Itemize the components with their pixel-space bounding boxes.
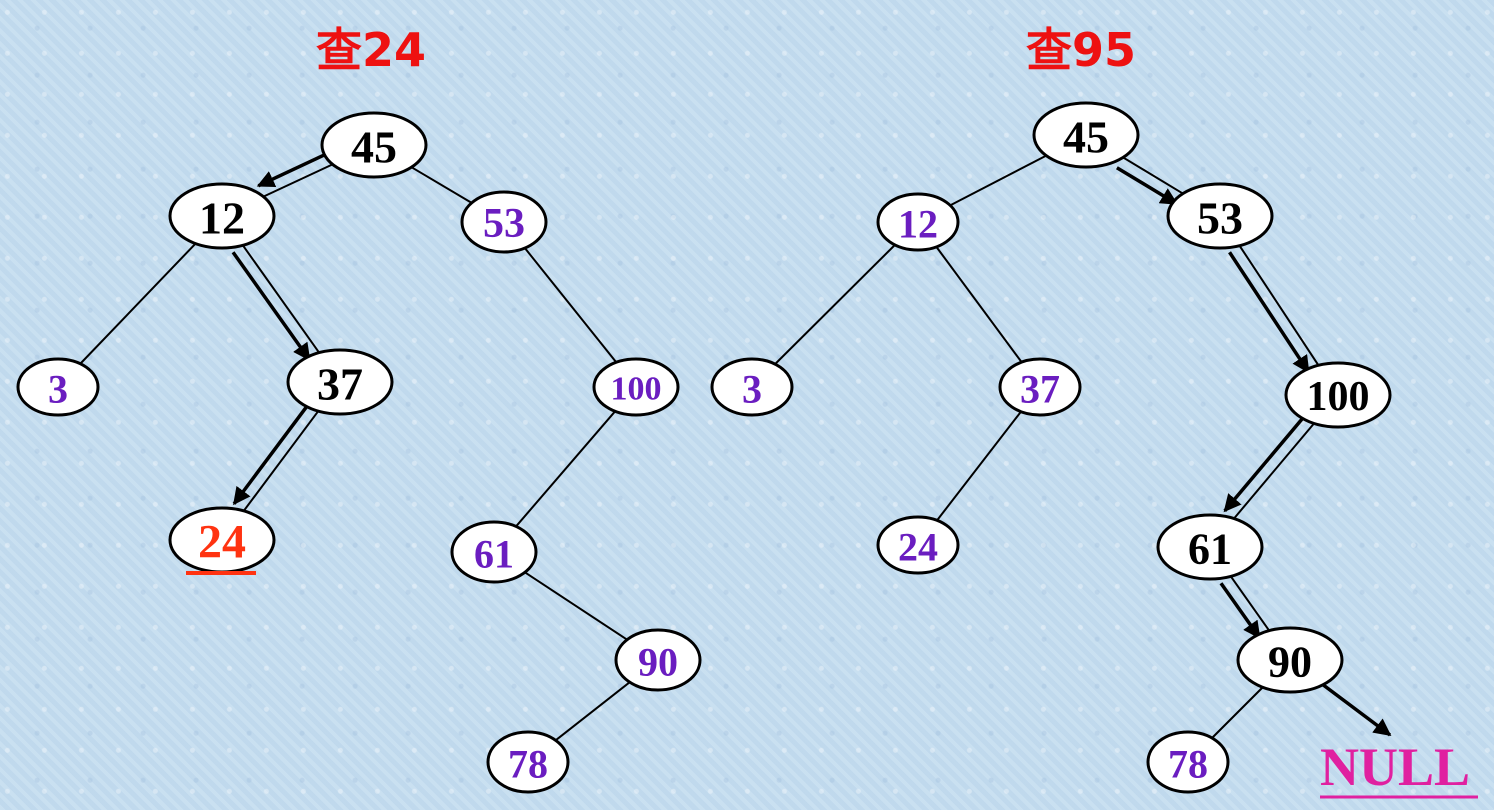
left-node-45-label: 45 — [351, 122, 397, 173]
right-node-37-label: 37 — [1020, 367, 1060, 412]
right-node-61-label: 61 — [1188, 525, 1232, 574]
right-search-arrow-90-NULL — [1321, 683, 1392, 737]
right-edge-12-37 — [935, 246, 1023, 363]
right-node-53: 53 — [1166, 182, 1274, 250]
left-node-90-ellipse — [614, 628, 702, 692]
right-edge-45-12 — [949, 154, 1047, 207]
left-node-61-ellipse — [450, 520, 538, 584]
right-edge-100-61 — [1233, 422, 1315, 520]
right-node-12: 12 — [876, 192, 960, 252]
left-node-61: 61 — [450, 520, 538, 584]
right-node-90-label: 90 — [1268, 638, 1312, 687]
panel-left-title: 查24 — [316, 23, 426, 77]
null-label: NULL — [1320, 737, 1470, 797]
right-node-90: 90 — [1236, 626, 1344, 694]
left-edge-12-3 — [79, 242, 197, 365]
right-node-45: 45 — [1032, 101, 1140, 169]
left-node-37: 37 — [286, 348, 394, 416]
panel-right-title: 查95 — [1026, 23, 1136, 77]
left-search-arrow-12-37 — [231, 251, 311, 362]
left-node-3: 3 — [16, 357, 100, 417]
left-node-90: 90 — [614, 628, 702, 692]
left-node-78-ellipse — [486, 730, 570, 794]
left-node-12-ellipse — [168, 182, 276, 250]
left-edge-37-24 — [242, 410, 320, 512]
right-node-100: 100 — [1284, 361, 1392, 429]
right-node-45-ellipse — [1032, 101, 1140, 169]
right-node-53-label: 53 — [1197, 193, 1243, 244]
right-search-arrow-45-53 — [1115, 166, 1179, 206]
left-node-37-ellipse — [286, 348, 394, 416]
right-node-37-ellipse — [998, 357, 1082, 417]
right-node-61-ellipse — [1156, 513, 1264, 581]
left-edge-45-53 — [410, 166, 473, 204]
right-search-arrow-53-100 — [1228, 251, 1310, 374]
left-node-53-ellipse — [460, 190, 548, 254]
left-node-45: 45 — [320, 111, 428, 179]
left-edge-12-37 — [242, 244, 320, 354]
right-edge-37-24 — [936, 411, 1022, 521]
right-node-3-ellipse — [710, 357, 794, 417]
right-node-53-ellipse — [1166, 182, 1274, 250]
left-search-arrow-37-24 — [232, 402, 311, 506]
right-node-24-ellipse — [876, 515, 960, 575]
left-edge-61-90 — [524, 571, 628, 641]
left-node-53-label: 53 — [483, 201, 525, 247]
left-node-53: 53 — [460, 190, 548, 254]
right-edge-90-78 — [1211, 686, 1264, 739]
left-node-45-ellipse — [320, 111, 428, 179]
right-node-61: 61 — [1156, 513, 1264, 581]
left-node-90-label: 90 — [638, 640, 678, 685]
left-node-100-ellipse — [592, 357, 680, 417]
left-edge-45-12 — [262, 163, 334, 198]
right-edge-12-3 — [774, 244, 896, 365]
left-node-12-label: 12 — [199, 193, 245, 244]
left-node-12: 12 — [168, 182, 276, 250]
right-node-78-label: 78 — [1168, 742, 1208, 787]
left-node-100: 100 — [592, 357, 680, 417]
left-search-arrow-45-12 — [256, 151, 329, 188]
left-node-78-label: 78 — [508, 742, 548, 787]
left-node-24-label: 24 — [198, 516, 246, 569]
right-node-37: 37 — [998, 357, 1082, 417]
right-node-24: 24 — [876, 515, 960, 575]
right-node-90-ellipse — [1236, 626, 1344, 694]
left-node-3-ellipse — [16, 357, 100, 417]
right-search-arrow-100-61 — [1223, 414, 1307, 513]
right-edge-53-100 — [1238, 245, 1320, 366]
right-node-78-ellipse — [1146, 730, 1230, 794]
left-node-24: 24 — [168, 506, 276, 575]
left-node-100-label: 100 — [611, 371, 662, 408]
left-node-78: 78 — [486, 730, 570, 794]
right-node-78: 78 — [1146, 730, 1230, 794]
right-node-100-label: 100 — [1307, 374, 1370, 420]
right-node-24-label: 24 — [898, 525, 938, 570]
right-edge-61-90 — [1229, 575, 1271, 632]
right-node-3: 3 — [710, 357, 794, 417]
right-node-12-ellipse — [876, 192, 960, 252]
right-search-arrow-61-90 — [1219, 582, 1261, 640]
right-node-45-label: 45 — [1063, 112, 1109, 163]
left-node-37-label: 37 — [317, 359, 363, 410]
right-node-12-label: 12 — [898, 202, 938, 247]
left-node-61-label: 61 — [474, 532, 514, 577]
right-edge-45-53 — [1122, 156, 1184, 195]
left-edge-90-78 — [555, 681, 631, 742]
left-edge-100-61 — [515, 410, 616, 528]
left-node-3-label: 3 — [48, 367, 68, 412]
right-node-100-ellipse — [1284, 361, 1392, 429]
left-edge-53-100 — [524, 247, 618, 363]
right-node-3-label: 3 — [742, 367, 762, 412]
